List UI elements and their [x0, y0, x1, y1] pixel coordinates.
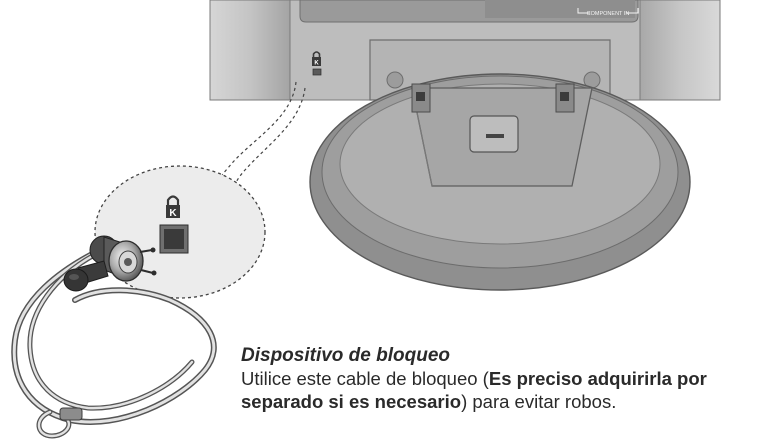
svg-text:K: K: [314, 61, 319, 67]
caption-title: Dispositivo de bloqueo: [241, 345, 451, 366]
caption-block: Dispositivo de bloqueo Utilice este cabl…: [241, 345, 771, 413]
component-in-label: COMPONENT IN: [587, 11, 630, 17]
lock-head: [63, 235, 157, 292]
housing-lock-icon: K: [312, 51, 322, 76]
caption-body: Utilice este cable de bloqueo (Es precis…: [241, 367, 771, 413]
stand-neck: [411, 83, 593, 187]
lock-cable: [11, 247, 217, 439]
caption-body-lead: Utilice este cable de bloqueo (: [241, 368, 489, 389]
caption-body-tail: ) para evitar robos.: [461, 391, 617, 412]
svg-text:K: K: [169, 208, 177, 219]
caption-body-bold: Es preciso adquirirla por separado si es…: [241, 368, 707, 412]
